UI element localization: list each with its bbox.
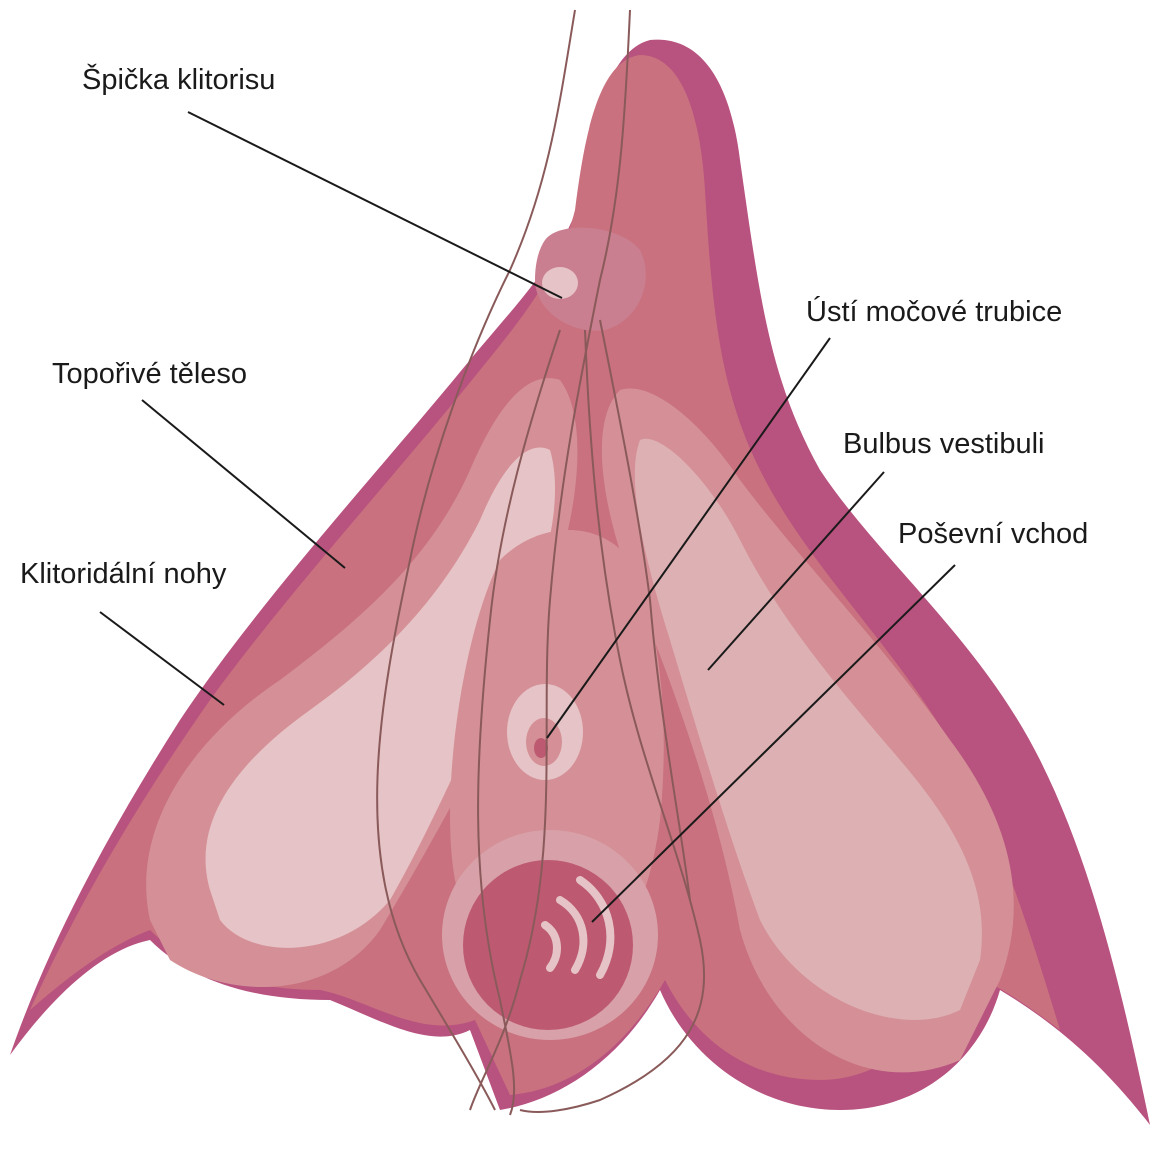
label-body: Topořivé těleso [52,360,247,389]
leader-crura [100,612,224,705]
leader-glans [188,112,562,298]
leader-body [142,400,345,568]
label-bulb: Bulbus vestibuli [843,430,1045,459]
label-glans: Špička klitorisu [82,66,275,95]
glans-tip [542,267,578,299]
label-urethra: Ústí močové trubice [806,298,1062,327]
label-vagina: Poševní vchod [898,520,1088,549]
label-crura: Klitoridální nohy [20,560,226,589]
